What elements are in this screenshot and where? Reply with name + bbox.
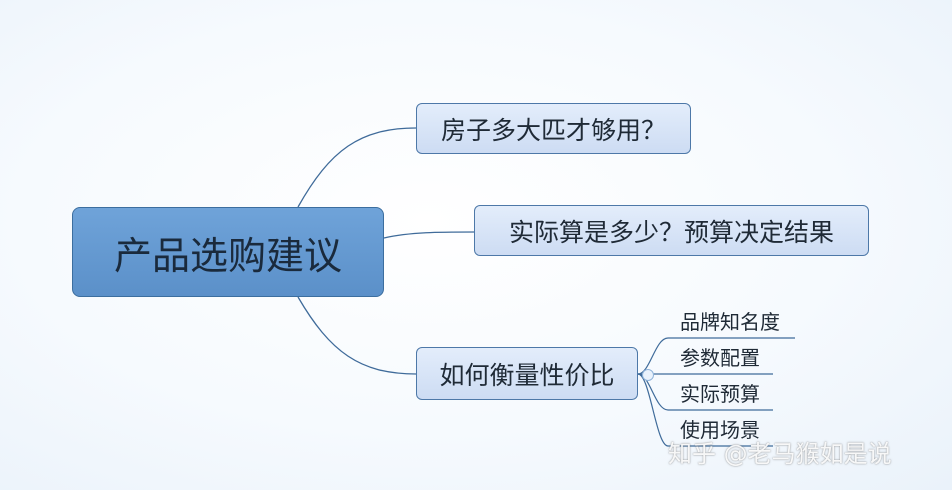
leaf-topic-specs[interactable]: 参数配置 bbox=[680, 346, 760, 370]
connector-branch3-leaf-4 bbox=[637, 373, 773, 447]
root-topic[interactable]: 产品选购建议 bbox=[72, 207, 384, 297]
leaf-topic-brand[interactable]: 品牌知名度 bbox=[680, 310, 780, 334]
collapse-toggle-icon[interactable] bbox=[642, 369, 654, 381]
leaf-topic-actual-budget[interactable]: 实际预算 bbox=[680, 382, 760, 406]
connector-branch3-leaf-1 bbox=[637, 337, 795, 375]
watermark: 知乎 @老马猴如是说 bbox=[668, 440, 892, 468]
connector-root-branch-1 bbox=[297, 127, 417, 208]
branch-topic-budget[interactable]: 实际算是多少？预算决定结果 bbox=[474, 205, 869, 256]
connector-root-branch-3 bbox=[297, 296, 417, 375]
branch-topic-label: 如何衡量性价比 bbox=[439, 360, 615, 390]
branch-topic-label: 房子多大匹才够用？ bbox=[440, 115, 666, 145]
branch-topic-value[interactable]: 如何衡量性价比 bbox=[416, 347, 638, 400]
branch-topic-house-size[interactable]: 房子多大匹才够用？ bbox=[416, 103, 691, 154]
connector-root-branch-2 bbox=[383, 231, 475, 239]
leaf-topic-usage-scenario[interactable]: 使用场景 bbox=[680, 418, 760, 442]
branch-topic-label: 实际算是多少？预算决定结果 bbox=[508, 217, 834, 247]
root-topic-label: 产品选购建议 bbox=[113, 233, 342, 278]
